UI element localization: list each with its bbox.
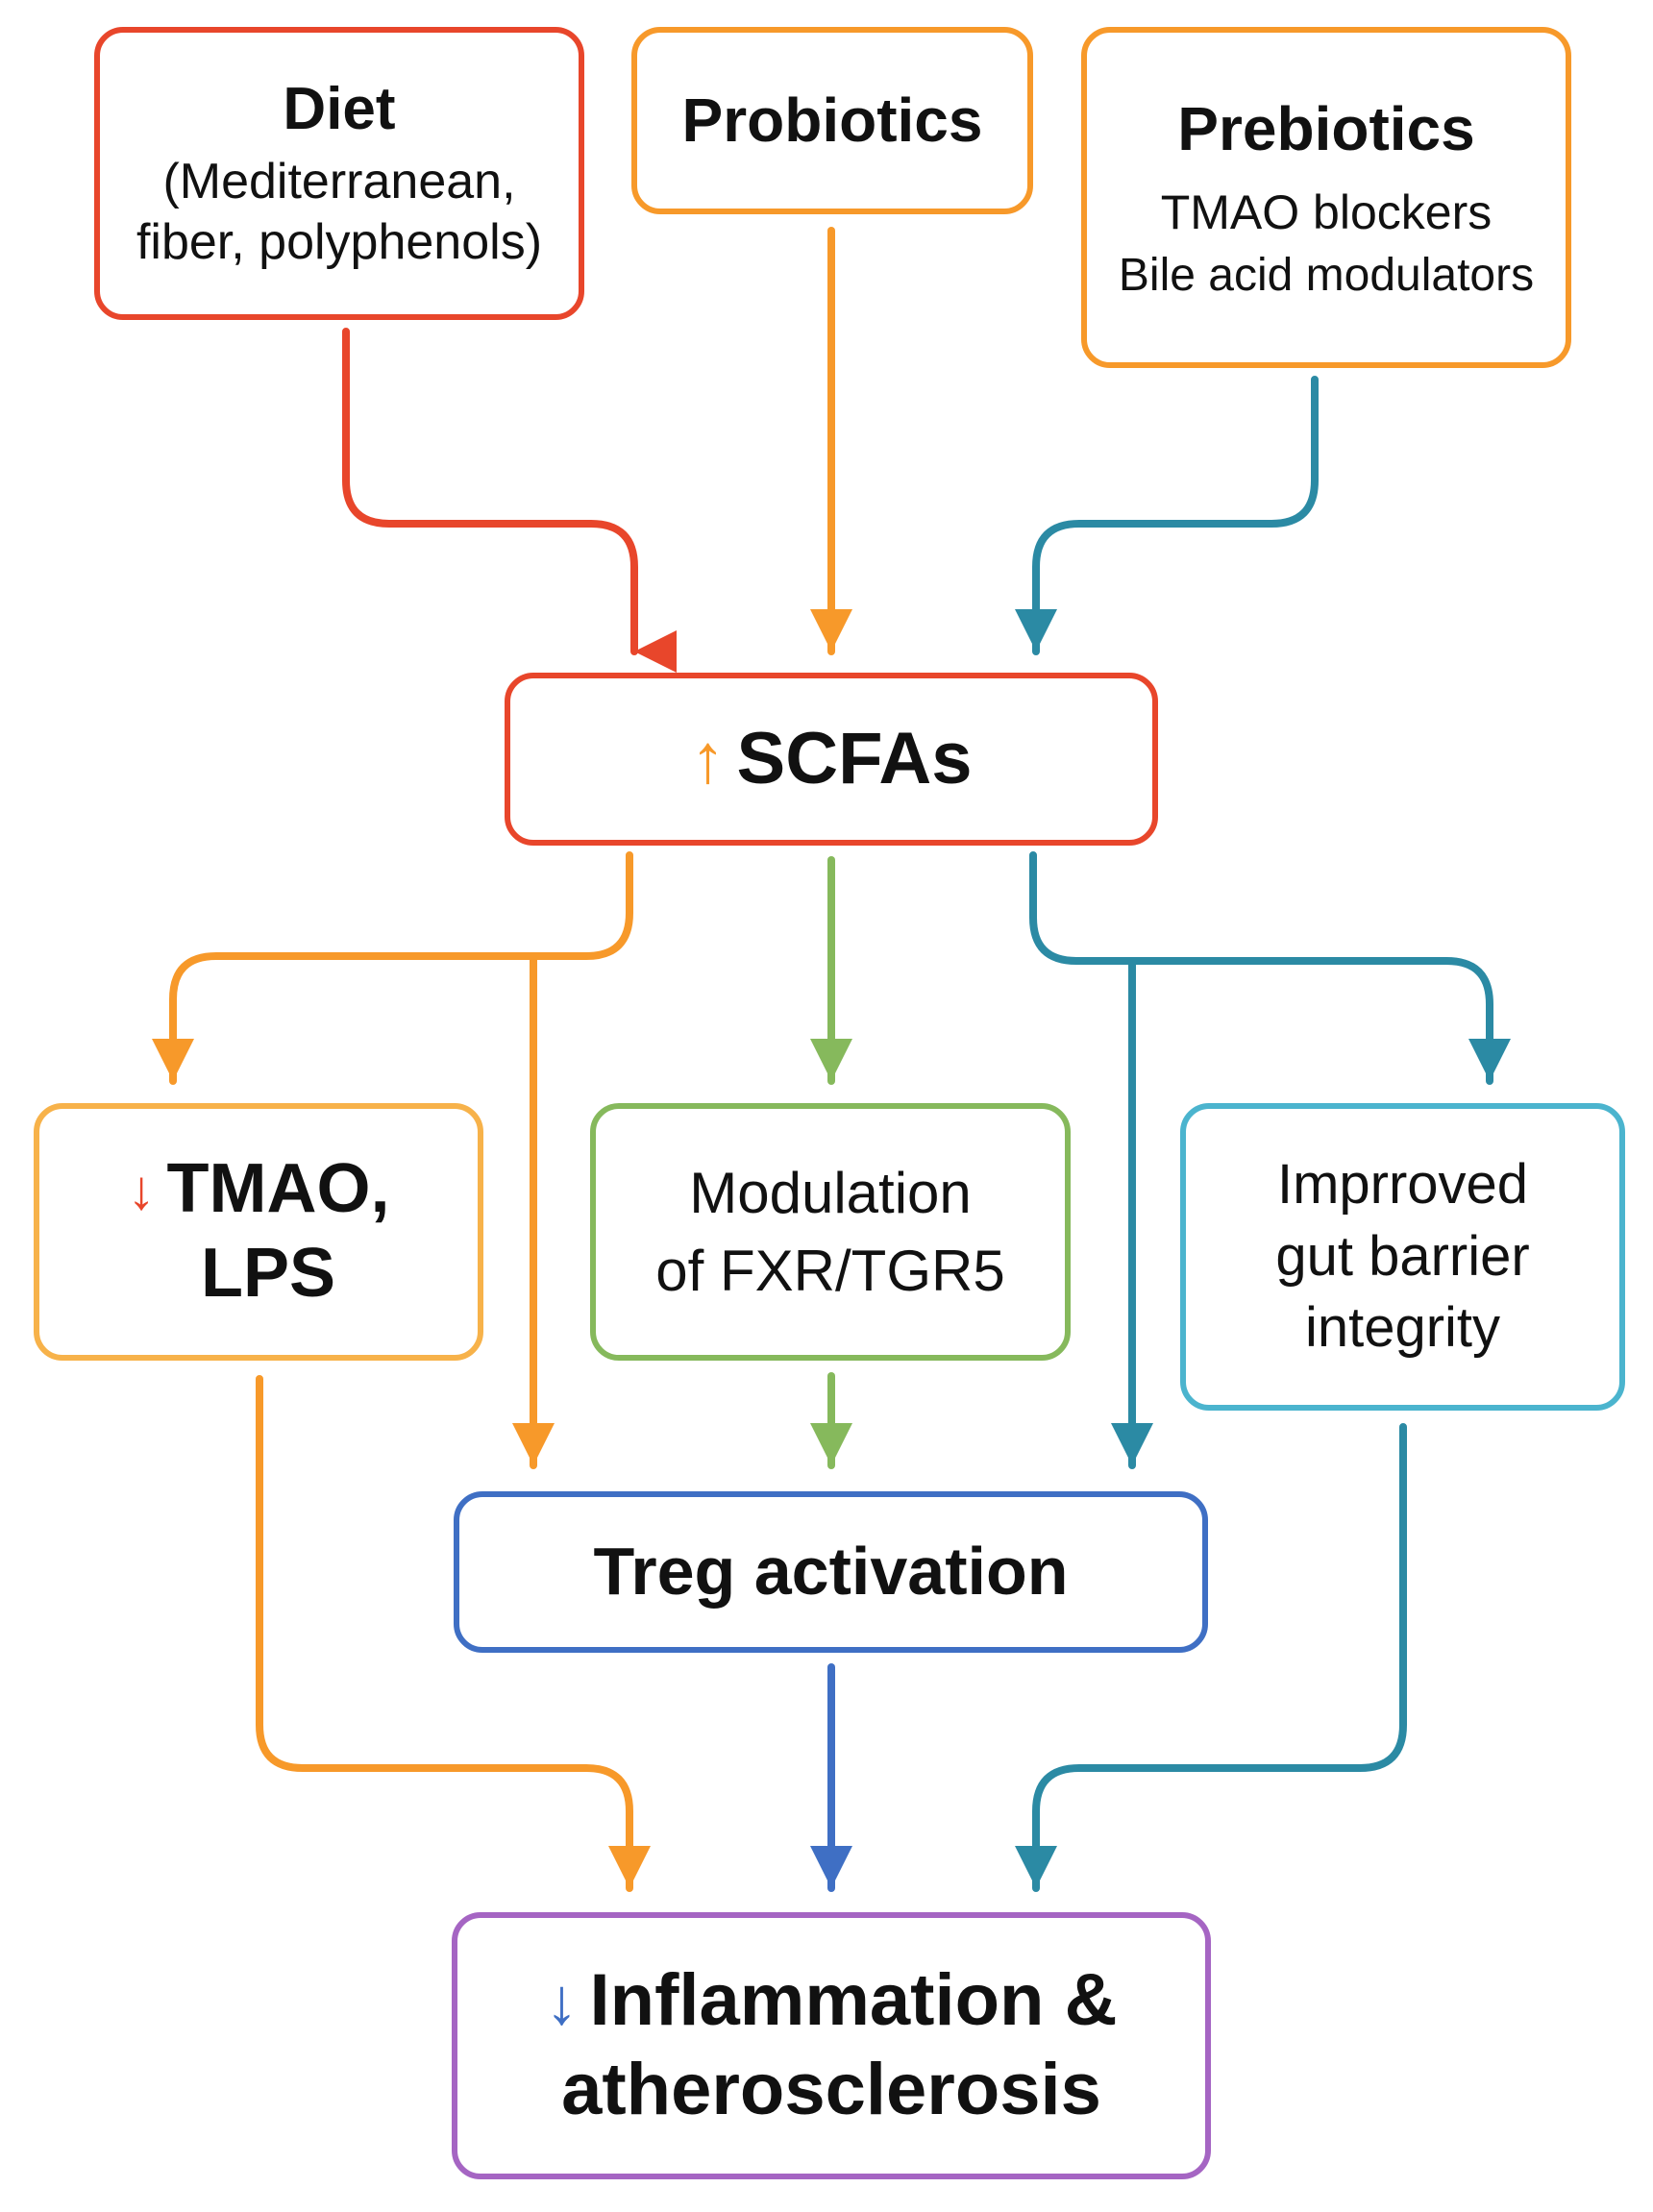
treg-activation-box: Treg activation [454, 1491, 1208, 1653]
down-arrow-icon: ↓ [545, 1964, 579, 2038]
scfas-label: SCFAs [736, 717, 973, 799]
tmao-lps-box: ↓ TMAO, LPS [34, 1103, 483, 1361]
prebiotics-title: Prebiotics [1177, 93, 1475, 163]
prebiotics-box: Prebiotics TMAO blockers Bile acid modul… [1081, 27, 1571, 368]
gut-line2: gut barrier [1275, 1224, 1530, 1288]
diet-title: Diet [283, 76, 396, 143]
outcome-line2: atherosclerosis [561, 2049, 1101, 2130]
probiotics-box: Probiotics [631, 27, 1033, 214]
diet-detail-line1: (Mediterranean, [162, 153, 516, 209]
scfas-box: ↑ SCFAs [505, 673, 1158, 846]
diet-box: Diet (Mediterranean, fiber, polyphenols) [94, 27, 584, 320]
fxr-tgr5-box: Modulation of FXR/TGR5 [590, 1103, 1071, 1361]
prebiotics-detail-line2: Bile acid modulators [1118, 249, 1535, 301]
diet-detail-line2: fiber, polyphenols) [136, 214, 543, 271]
outcome-line1: Inflammation & [589, 1959, 1118, 2042]
fxr-line1: Modulation [689, 1160, 972, 1225]
tmao-line1: TMAO, [166, 1150, 390, 1228]
tmao-line2: LPS [200, 1235, 336, 1312]
arrow-tmao-to-outcome [256, 1375, 651, 1892]
gut-barrier-box: Imprroved gut barrier integrity [1180, 1103, 1625, 1411]
arrow-diet-to-scfas [342, 328, 677, 673]
treg-label: Treg activation [593, 1534, 1069, 1610]
arrow-gut-to-outcome [1015, 1423, 1407, 1892]
arrow-scfas-to-tmao [152, 851, 633, 1085]
gut-line1: Imprroved [1276, 1152, 1529, 1216]
down-arrow-icon: ↓ [127, 1158, 156, 1221]
probiotics-title: Probiotics [681, 86, 983, 156]
arrow-prebiotics-to-scfas [1015, 376, 1319, 655]
up-arrow-icon: ↑ [690, 721, 726, 798]
arrow-scfas-to-gut [1029, 851, 1511, 1085]
outcome-box: ↓ Inflammation & atherosclerosis [452, 1912, 1211, 2179]
prebiotics-detail-line1: TMAO blockers [1160, 184, 1493, 239]
gut-line3: integrity [1304, 1296, 1501, 1360]
fxr-line2: of FXR/TGR5 [655, 1239, 1005, 1303]
